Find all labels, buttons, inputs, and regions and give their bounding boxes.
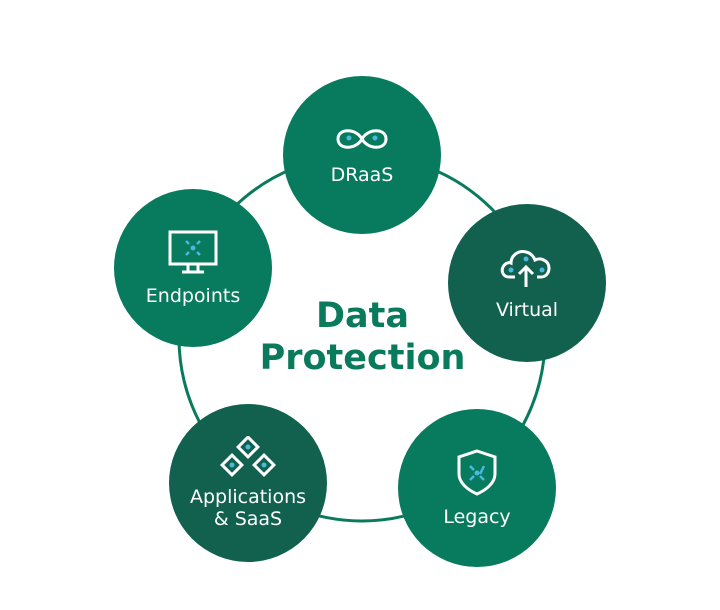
- monitor-icon: [168, 230, 218, 274]
- node-endpoints[interactable]: Endpoints: [114, 189, 272, 347]
- title-line-1: Data: [315, 296, 410, 336]
- diagram-title: Data Protection: [200, 295, 525, 379]
- node-draas[interactable]: DRaaS: [283, 76, 441, 234]
- node-label: Applications & SaaS: [189, 486, 307, 530]
- node-label: DRaaS: [330, 164, 394, 186]
- node-applications-saas[interactable]: Applications & SaaS: [169, 404, 327, 562]
- title-line-2: Protection: [259, 338, 466, 378]
- infinity-icon: [336, 129, 388, 149]
- cloud-upload-icon: [500, 250, 551, 287]
- node-label: Virtual: [495, 299, 559, 321]
- node-legacy[interactable]: Legacy: [398, 409, 556, 567]
- diamonds-icon: [219, 436, 277, 478]
- node-label: Endpoints: [145, 285, 241, 307]
- shield-icon: [457, 449, 497, 496]
- node-label: Legacy: [443, 506, 511, 528]
- node-virtual[interactable]: Virtual: [448, 204, 606, 362]
